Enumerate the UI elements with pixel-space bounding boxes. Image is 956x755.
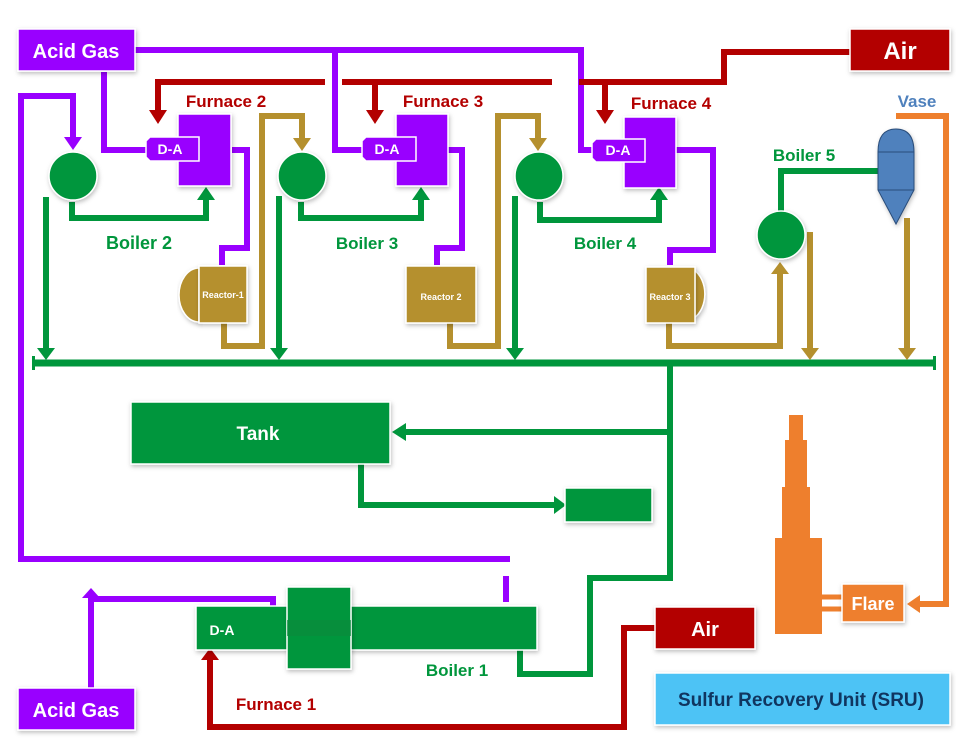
arrow-icon: [64, 137, 82, 150]
header-to-boiler-1: [517, 363, 673, 677]
title-box: Sulfur Recovery Unit (SRU): [654, 672, 951, 726]
furnace-4[interactable]: D-A Furnace 4: [591, 94, 712, 189]
flare-stack[interactable]: [775, 415, 822, 634]
air-to-furnace-1: [207, 625, 655, 730]
reactor-label: Reactor-1: [202, 290, 244, 300]
acid-gas-header-pipe: [135, 47, 595, 153]
da-label: D-A: [210, 622, 235, 638]
da-label: D-A: [375, 141, 400, 157]
furnace-label: Furnace 4: [631, 94, 712, 113]
reactor-3-to-boiler-5: [666, 272, 783, 349]
acid-gas-to-furnace-1: [88, 596, 276, 688]
boiler-4-to-furnace-4: [537, 198, 662, 223]
boiler-label: Boiler 4: [574, 234, 637, 253]
arrow-icon: [596, 110, 614, 124]
da-label: D-A: [158, 141, 183, 157]
arrow-icon: [197, 187, 215, 200]
boiler-label: Boiler 1: [426, 661, 488, 680]
furnace-label: Furnace 3: [403, 92, 483, 111]
steam-lines: [33, 168, 936, 677]
boiler-label: Boiler 2: [106, 233, 172, 253]
tank-to-product: [358, 462, 555, 508]
furnace-1-label: Furnace 1: [236, 695, 316, 714]
da-label: D-A: [606, 142, 631, 158]
reactor-2-to-boiler-4: [447, 113, 541, 349]
air-lines: [155, 49, 850, 730]
air-from-source: [579, 49, 850, 85]
sulfur-lines: [221, 113, 910, 350]
furnace-label: Furnace 2: [186, 92, 266, 111]
furnace-4-to-reactor-3: [667, 147, 716, 265]
arrow-icon: [366, 110, 384, 124]
flare-connector: [822, 594, 843, 612]
reactor-1-to-boiler-3: [221, 113, 305, 349]
reactor-3[interactable]: Reactor 3: [645, 266, 706, 324]
arrow-icon: [293, 138, 311, 151]
reactor-1[interactable]: Reactor-1: [178, 265, 248, 324]
reactor-2[interactable]: Reactor 2: [405, 265, 477, 324]
boiler-3-to-furnace-3: [298, 198, 424, 221]
boiler-2[interactable]: Boiler 2: [48, 151, 172, 253]
flare[interactable]: Flare: [841, 583, 905, 623]
arrow-icon: [82, 588, 100, 598]
acid-gas-to-boiler-2: [18, 93, 76, 380]
tank-label: Tank: [237, 424, 280, 445]
arrow-icon: [149, 110, 167, 124]
arrow-icon: [506, 348, 524, 360]
sulfur-product-box[interactable]: [564, 487, 653, 523]
vase-label: Vase: [898, 92, 937, 111]
acid-gas-source-top[interactable]: Acid Gas: [17, 28, 136, 72]
arrow-icon: [201, 648, 219, 660]
boiler-5[interactable]: Boiler 5: [756, 146, 835, 260]
boiler-2-to-furnace-2: [69, 198, 209, 221]
boiler-1[interactable]: D-A Boiler 1: [195, 586, 538, 680]
acid-gas-lines: [18, 47, 716, 688]
vase[interactable]: Vase: [877, 92, 937, 226]
arrow-icon: [554, 496, 566, 514]
acid-gas-to-furnace-3: [332, 50, 363, 153]
air-to-furnace-2: [155, 79, 325, 112]
acid-gas-to-furnace-2: [101, 72, 147, 153]
furnace-3-to-reactor-2: [434, 147, 465, 265]
arrow-icon: [270, 348, 288, 360]
boiler-4[interactable]: Boiler 4: [514, 151, 637, 253]
arrow-icon: [412, 187, 430, 200]
page-title: Sulfur Recovery Unit (SRU): [678, 690, 924, 711]
acid-gas-label: Acid Gas: [33, 41, 120, 63]
acid-gas-label: Acid Gas: [33, 700, 120, 722]
reactor-label: Reactor 3: [649, 292, 690, 302]
boiler-5-to-vase: [778, 168, 880, 211]
tank[interactable]: Tank: [130, 401, 391, 465]
arrow-icon: [529, 138, 547, 151]
arrow-icon: [650, 187, 668, 200]
arrow-icon: [898, 348, 916, 360]
arrow-icon: [37, 348, 55, 360]
flare-label: Flare: [851, 594, 894, 614]
air-label: Air: [883, 38, 916, 65]
boiler-3[interactable]: Boiler 3: [277, 151, 398, 253]
arrow-icon: [392, 423, 406, 441]
furnace-3[interactable]: D-A Furnace 3: [361, 92, 483, 187]
air-label: Air: [691, 619, 719, 641]
reactor-label: Reactor 2: [420, 292, 461, 302]
arrow-icon: [771, 262, 789, 274]
air-source-top[interactable]: Air: [849, 28, 951, 72]
furnace-2-to-reactor-1: [219, 147, 250, 265]
acid-gas-source-bottom[interactable]: Acid Gas: [17, 687, 136, 731]
air-source-bottom[interactable]: Air: [654, 606, 756, 650]
boiler-label: Boiler 5: [773, 146, 835, 165]
acid-gas-recycle-line: [18, 380, 510, 562]
arrow-icon: [801, 348, 819, 360]
arrow-icon: [907, 595, 920, 613]
furnace-2[interactable]: D-A Furnace 2: [145, 92, 266, 187]
boiler-label: Boiler 3: [336, 234, 398, 253]
vase-to-flare-line: [896, 113, 949, 607]
